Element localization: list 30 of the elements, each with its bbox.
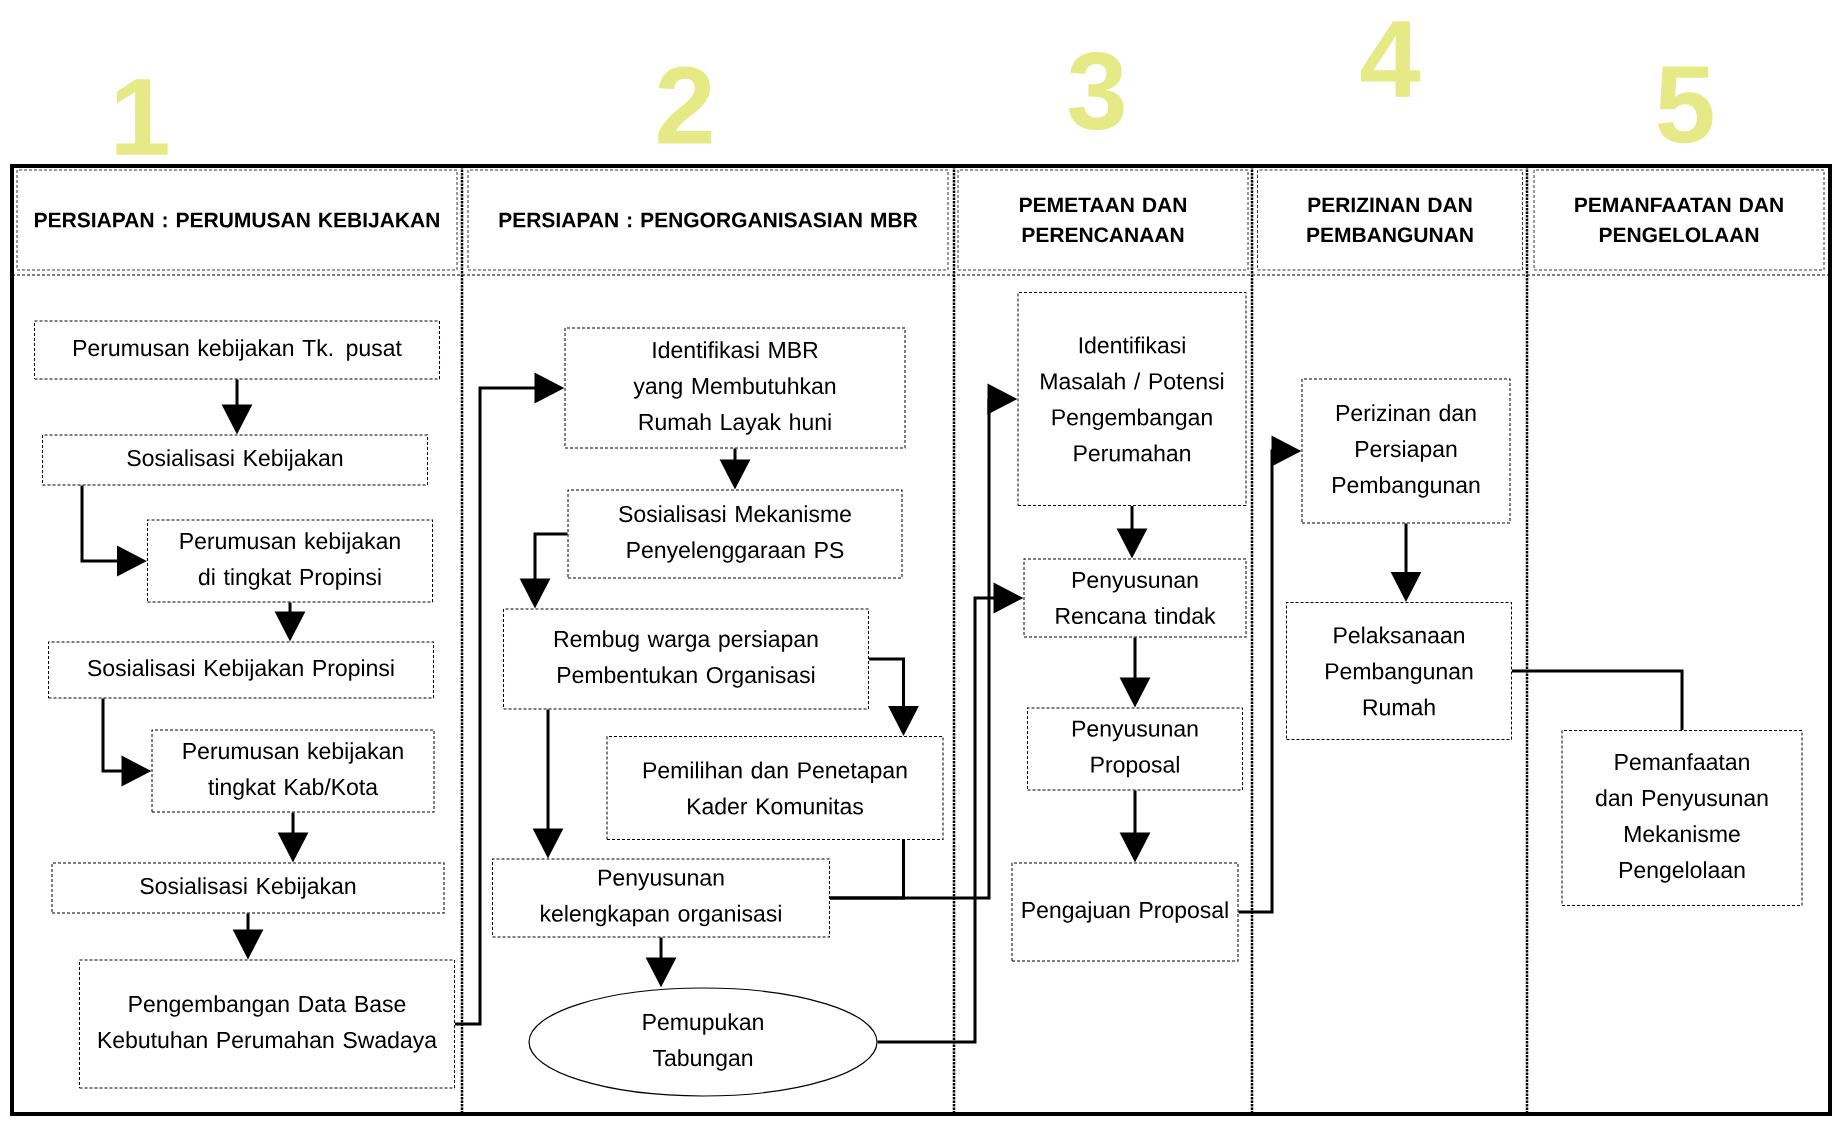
process-box: Identifikasi Masalah / Potensi Pengembangan Perumahan — [1017, 292, 1247, 506]
process-box: Sosialisasi Mekanisme Penyelenggaraan PS — [567, 489, 903, 579]
process-box: Perumusan kebijakan tingkat Kab/Kota — [151, 729, 435, 813]
process-box: Pelaksanaan Pembangunan Rumah — [1286, 602, 1512, 740]
process-box: Penyusunan kelengkapan organisasi — [492, 858, 830, 938]
column-header: PERSIAPAN : PENGORGANISASIAN MBR — [467, 169, 949, 271]
process-box: Pemilihan dan Penetapan Kader Komunitas — [606, 736, 944, 840]
column-header: PERIZINAN DAN PEMBANGUNAN — [1257, 169, 1523, 271]
process-box: Pemanfaatan dan Penyusunan Mekanisme Pengelolaan — [1561, 730, 1803, 906]
step-number: 1 — [116, 79, 168, 155]
process-box: Perumusan kebijakan di tingkat Propinsi — [147, 519, 433, 603]
column-header: PEMANFAATAN DAN PENGELOLAAN — [1533, 169, 1825, 271]
process-box: Perumusan kebijakan Tk. pusat — [34, 320, 440, 380]
process-box: Sosialisasi Kebijakan Propinsi — [48, 641, 434, 699]
process-box: Pengajuan Proposal — [1011, 862, 1239, 962]
step-number: 4 — [1361, 21, 1420, 97]
process-box: Identifikasi MBR yang Membutuhkan Rumah Layak huni — [564, 327, 906, 449]
process-box: Rembug warga persiapan Pembentukan Organisasi — [503, 608, 869, 710]
column-header: PEMETAAN DAN PERENCANAAN — [957, 169, 1249, 271]
process-box: Pengembangan Data Base Kebutuhan Perumahan Swadaya — [79, 959, 455, 1089]
step-number: 2 — [658, 66, 712, 144]
column-header: PERSIAPAN : PERUMUSAN KEBIJAKAN — [16, 169, 458, 271]
process-box: Sosialisasi Kebijakan — [42, 434, 428, 486]
process-box: Penyusunan Proposal — [1027, 707, 1243, 791]
process-box: Sosialisasi Kebijakan — [51, 862, 445, 914]
step-number: 5 — [1657, 66, 1713, 144]
process-box: Penyusunan Rencana tindak — [1023, 558, 1247, 638]
process-box: Perizinan dan Persiapan Pembangunan — [1301, 378, 1511, 524]
step-number: 3 — [1068, 52, 1124, 130]
connector-line — [1512, 669, 1684, 730]
